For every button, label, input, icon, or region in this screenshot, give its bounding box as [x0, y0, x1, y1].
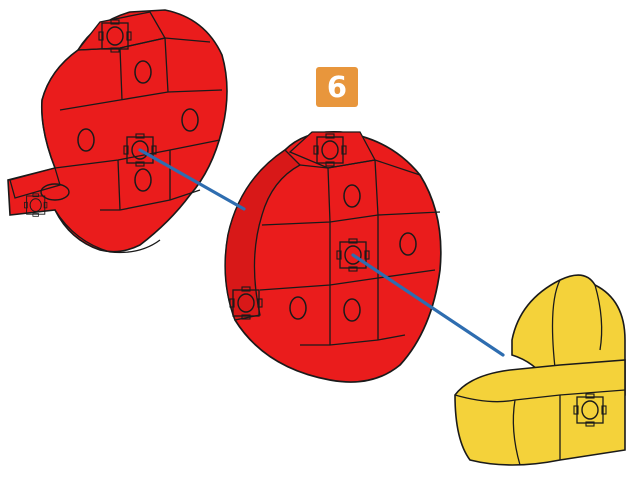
- center-red-disc: [224, 130, 442, 383]
- yellow-arch-piece: [454, 274, 626, 466]
- left-red-disc: [7, 9, 228, 254]
- connector-line-right: [351, 253, 505, 357]
- connector-lines: [138, 148, 505, 357]
- connector-line-left: [138, 148, 246, 211]
- step-number-badge: 6: [316, 67, 358, 107]
